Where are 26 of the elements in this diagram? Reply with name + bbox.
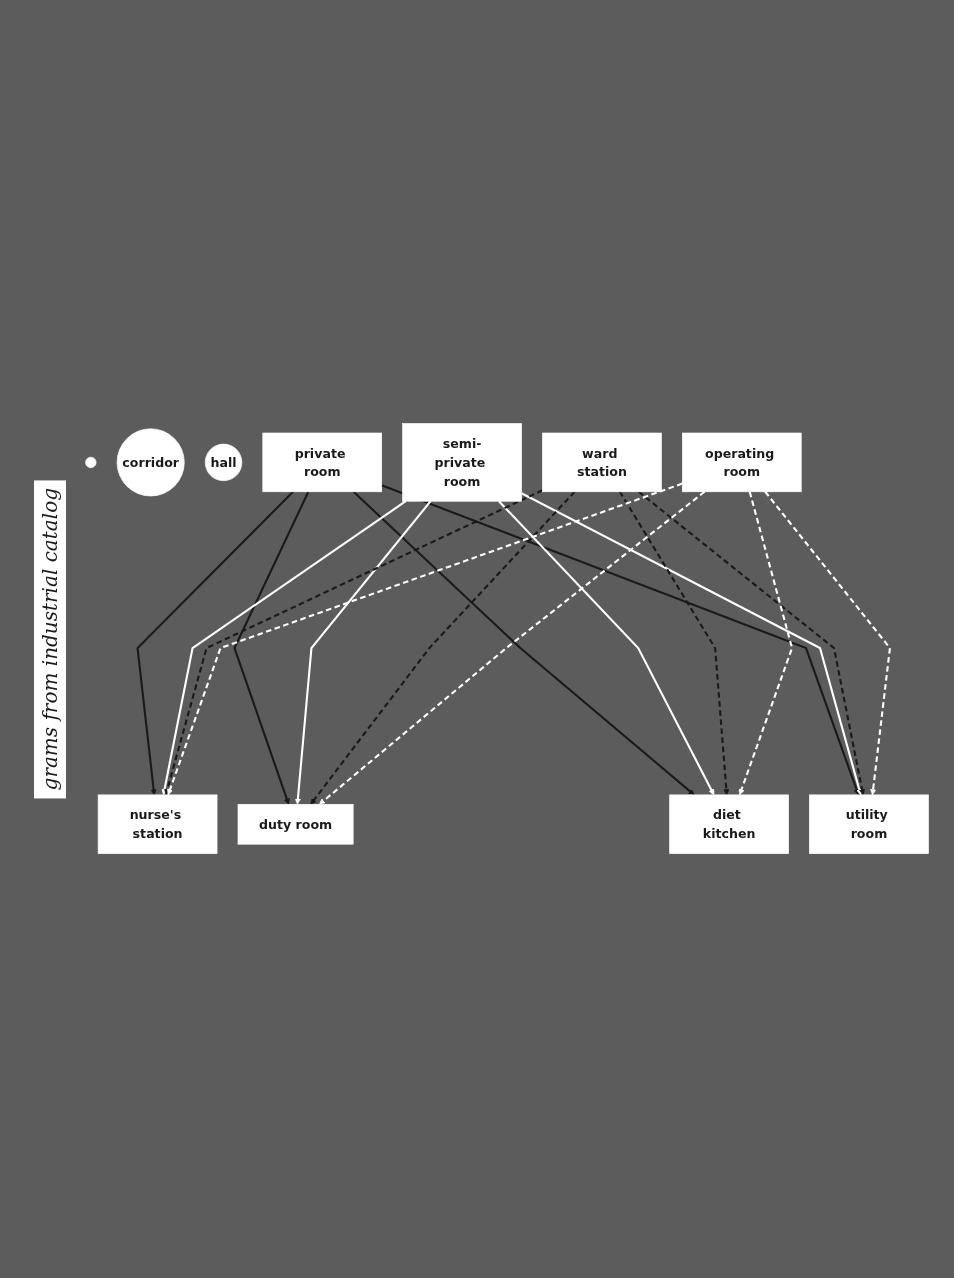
node-box: semi-private room: [402, 423, 522, 502]
arrow: [618, 491, 730, 796]
node-box: private room: [262, 433, 383, 493]
node-box: utility room: [809, 794, 929, 855]
arrow: [310, 491, 576, 805]
node-box: diet kitchen: [669, 794, 789, 855]
arrow: [498, 500, 715, 796]
node-box: operating room: [682, 433, 802, 493]
arrow: [638, 491, 866, 796]
arrow: [164, 489, 543, 796]
caption-text: grams from industrial catalog: [34, 479, 66, 799]
arrow: [738, 491, 794, 796]
arrow: [161, 500, 407, 796]
node-circle: corridor: [116, 428, 185, 497]
arrow: [294, 500, 432, 805]
arrow: [167, 482, 683, 796]
node-circle: [85, 457, 97, 469]
arrow: [764, 491, 892, 796]
arrow: [136, 491, 294, 796]
node-box: duty room: [237, 804, 354, 845]
node-box: nurse's station: [97, 794, 218, 855]
node-box: ward station: [542, 433, 662, 493]
arrow: [381, 484, 860, 796]
arrow: [233, 491, 310, 805]
node-circle: hall: [204, 444, 243, 482]
arrow: [521, 492, 863, 796]
